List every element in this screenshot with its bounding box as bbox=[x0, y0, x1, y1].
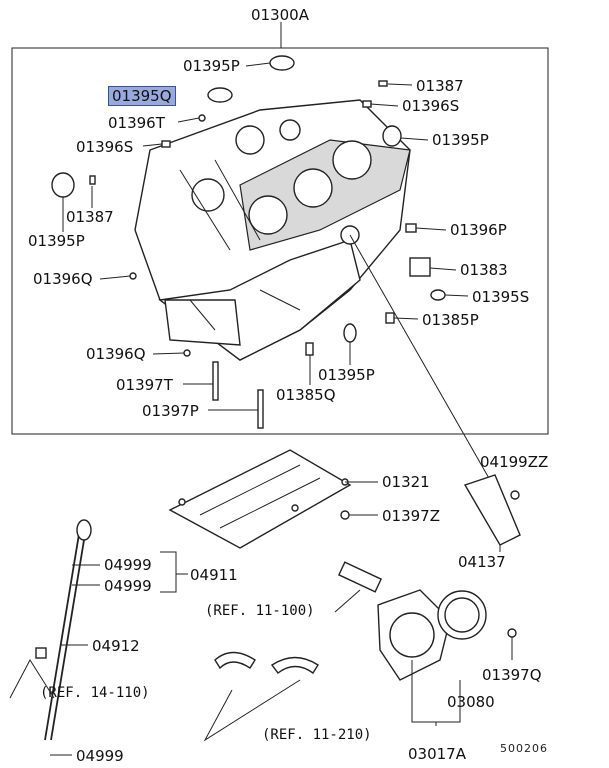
label-01387-right[interactable]: 01387 bbox=[416, 77, 464, 95]
label-01395P-top[interactable]: 01395P bbox=[183, 57, 240, 75]
label-01397Z[interactable]: 01397Z bbox=[382, 507, 440, 525]
label-04999-a[interactable]: 04999 bbox=[104, 556, 152, 574]
oil-seal-03080 bbox=[437, 590, 487, 640]
label-03017A[interactable]: 03017A bbox=[408, 745, 466, 763]
label-04199ZZ[interactable]: 04199ZZ bbox=[480, 453, 549, 471]
part-01397P bbox=[257, 389, 264, 429]
label-01383[interactable]: 01383 bbox=[460, 261, 508, 279]
label-01395S[interactable]: 01395S bbox=[472, 288, 530, 306]
part-01385Q bbox=[305, 342, 314, 356]
label-01395P-bottom[interactable]: 01395P bbox=[318, 366, 375, 384]
part-01396S-left bbox=[161, 140, 171, 148]
part-01396S-right bbox=[362, 100, 372, 108]
label-04137[interactable]: 04137 bbox=[458, 553, 506, 571]
oil-dipstick-assembly bbox=[35, 519, 92, 741]
part-01395P-bottom bbox=[343, 323, 357, 343]
label-01300A[interactable]: 01300A bbox=[251, 6, 309, 24]
bearing-upper bbox=[214, 651, 256, 670]
diagram-code: 500206 bbox=[500, 742, 548, 755]
part-01397T bbox=[212, 361, 219, 401]
rear-seal-retainer-03017A bbox=[377, 589, 451, 681]
part-01395P-top bbox=[269, 55, 295, 71]
label-01396S-left[interactable]: 01396S bbox=[76, 138, 134, 156]
part-01397Z bbox=[340, 510, 350, 520]
label-01396S-right[interactable]: 01396S bbox=[402, 97, 460, 115]
ref-14-110[interactable]: (REF. 14-110) bbox=[40, 685, 150, 701]
label-01387-left[interactable]: 01387 bbox=[66, 208, 114, 226]
label-01395Q[interactable]: 01395Q bbox=[108, 86, 176, 106]
label-04911[interactable]: 04911 bbox=[190, 566, 238, 584]
label-01395P-right[interactable]: 01395P bbox=[432, 131, 489, 149]
cylinder-block bbox=[134, 99, 411, 361]
part-01395Q bbox=[207, 87, 233, 103]
part-01395P-left bbox=[51, 172, 75, 198]
bolt-04199ZZ bbox=[510, 490, 520, 500]
bolt-01397Q bbox=[507, 628, 517, 638]
label-01321[interactable]: 01321 bbox=[382, 473, 430, 491]
label-01397T[interactable]: 01397T bbox=[116, 376, 173, 394]
part-01396P bbox=[405, 223, 417, 233]
part-01387-left bbox=[89, 175, 96, 185]
label-04999-b[interactable]: 04999 bbox=[104, 577, 152, 595]
label-01397P[interactable]: 01397P bbox=[142, 402, 199, 420]
part-01383 bbox=[409, 257, 431, 277]
ref-11-210[interactable]: (REF. 11-210) bbox=[262, 727, 372, 743]
assembly-frame bbox=[11, 47, 549, 435]
part-01396Q-mid bbox=[129, 272, 137, 280]
part-01387-right bbox=[378, 80, 388, 87]
label-01396Q-mid[interactable]: 01396Q bbox=[33, 270, 93, 288]
label-03080[interactable]: 03080 bbox=[447, 693, 495, 711]
sealant-tube bbox=[337, 561, 383, 593]
label-01396Q-low[interactable]: 01396Q bbox=[86, 345, 146, 363]
label-01385P[interactable]: 01385P bbox=[422, 311, 479, 329]
bracket-04137 bbox=[463, 474, 521, 546]
label-01397Q[interactable]: 01397Q bbox=[482, 666, 542, 684]
label-01396T[interactable]: 01396T bbox=[108, 114, 165, 132]
label-01395P-left[interactable]: 01395P bbox=[28, 232, 85, 250]
label-01385Q[interactable]: 01385Q bbox=[276, 386, 336, 404]
part-01396T bbox=[198, 114, 206, 122]
part-01395P-right bbox=[382, 125, 402, 147]
ref-11-100[interactable]: (REF. 11-100) bbox=[205, 603, 315, 619]
part-01396Q-low bbox=[183, 349, 191, 357]
part-01395S bbox=[430, 289, 446, 301]
baffle-plate-01321 bbox=[168, 449, 352, 549]
label-04999-c[interactable]: 04999 bbox=[76, 747, 124, 765]
part-01385P bbox=[385, 312, 395, 324]
label-01396P[interactable]: 01396P bbox=[450, 221, 507, 239]
bearing-lower bbox=[270, 656, 319, 675]
label-04912[interactable]: 04912 bbox=[92, 637, 140, 655]
